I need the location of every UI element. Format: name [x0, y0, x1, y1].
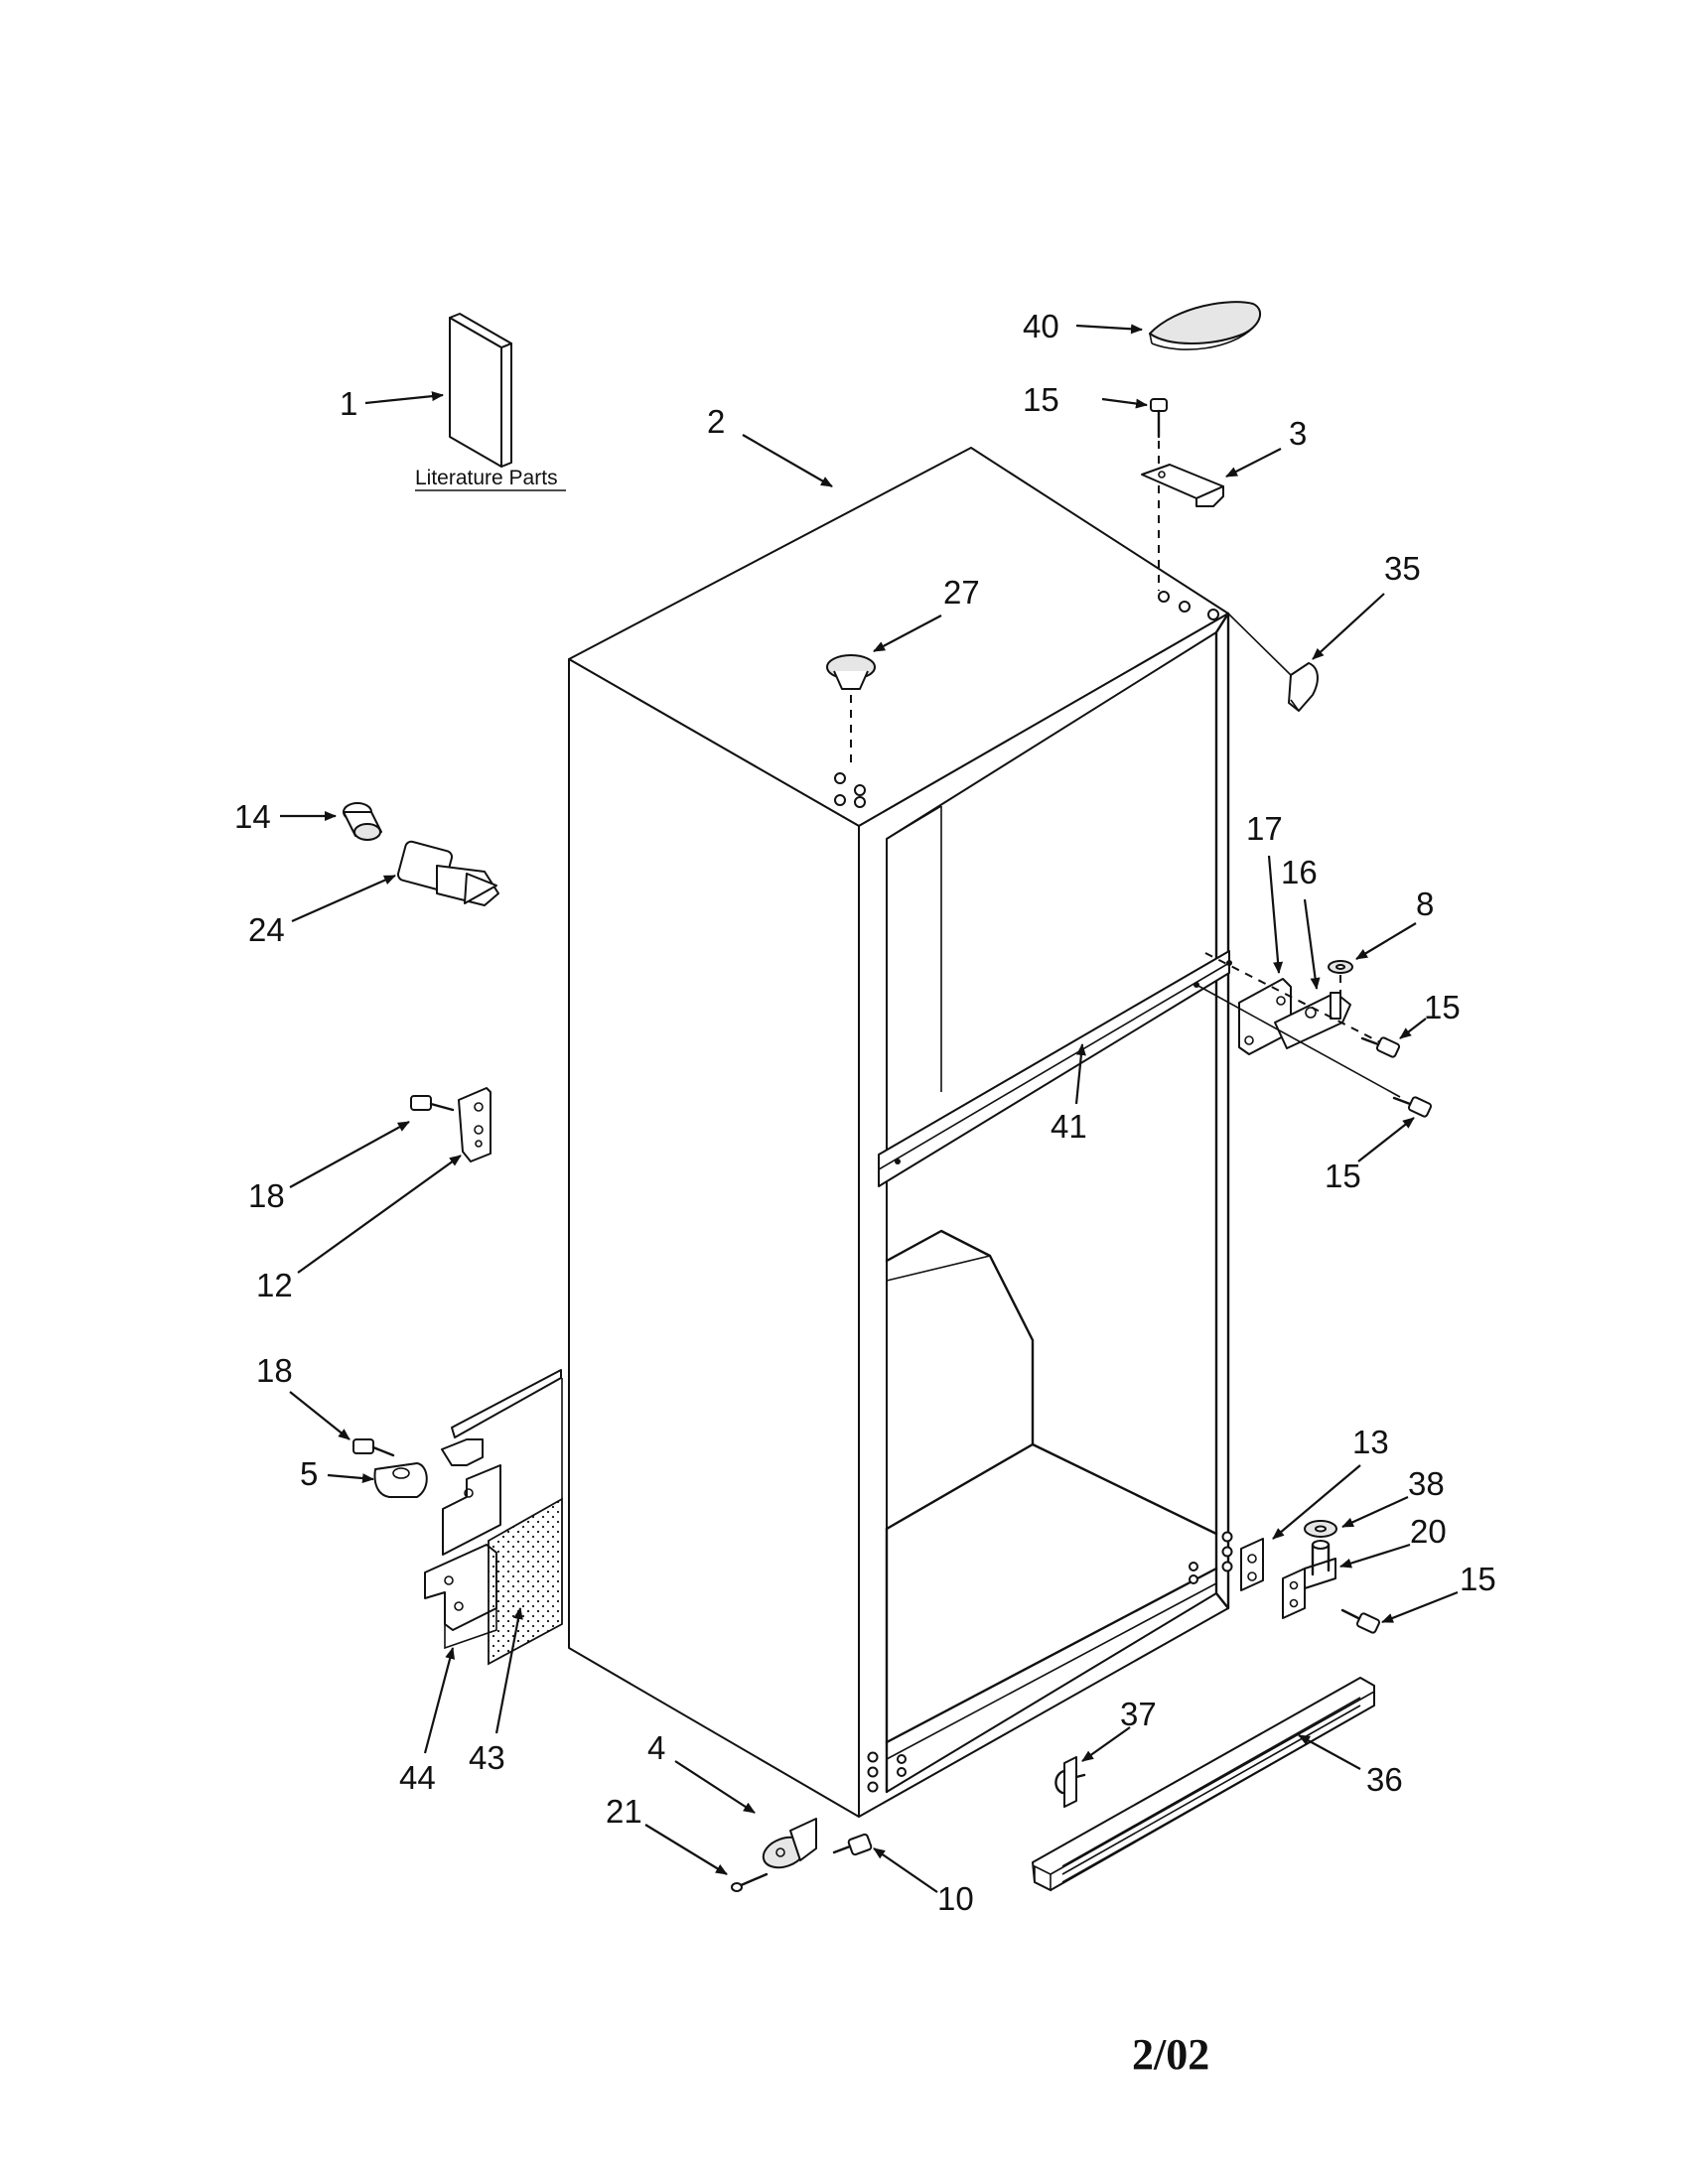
callout-15: 15: [1424, 989, 1461, 1025]
callout-27: 27: [943, 574, 980, 611]
literature-parts-booklet: [449, 313, 512, 468]
callout-17: 17: [1246, 810, 1283, 847]
screw-part-21: [731, 1872, 769, 1892]
center-hinge-part-16: [1274, 992, 1351, 1049]
callout-35: 35: [1384, 550, 1421, 587]
callout-20: 20: [1410, 1513, 1447, 1550]
callout-1: 1: [340, 385, 357, 422]
top-hinge-part-3: [1141, 464, 1224, 507]
washer-part-38: [1304, 1520, 1337, 1538]
door-stop-part-24: [396, 840, 499, 906]
callout-8: 8: [1416, 886, 1434, 922]
callout-40: 40: [1023, 308, 1059, 344]
screw-part-18-upper: [410, 1095, 455, 1112]
callout-15: 15: [1325, 1158, 1361, 1194]
cabinet-shell: [568, 447, 1233, 1818]
callout-38: 38: [1408, 1465, 1445, 1502]
callout-3: 3: [1289, 415, 1307, 452]
bottom-hinge-part-20: [1282, 1540, 1336, 1619]
shim-part-13: [1240, 1538, 1264, 1591]
callout-44: 44: [399, 1759, 436, 1796]
screw-part-15-mid-b: [1392, 1096, 1433, 1118]
callout-15: 15: [1460, 1561, 1496, 1597]
bracket-part-44: [424, 1544, 497, 1650]
grille-clip-part-37: [1054, 1756, 1086, 1808]
callout-21: 21: [606, 1793, 642, 1830]
callout-10: 10: [937, 1880, 974, 1917]
hinge-pin-cover-part-35: [1288, 662, 1319, 712]
tubing-bracket: [441, 1369, 562, 1556]
clamp-part-5: [373, 1462, 428, 1498]
screw-part-15-top: [1150, 398, 1168, 439]
bracket-part-12: [458, 1087, 491, 1162]
callout-labels: 1 2 40 15 3 35 27 14 24 17 16 8 15 41 15…: [234, 308, 1496, 1917]
callout-36: 36: [1366, 1761, 1403, 1798]
roller-part-4: [762, 1818, 817, 1869]
callout-13: 13: [1352, 1424, 1389, 1460]
callout-43: 43: [469, 1739, 505, 1776]
callout-14: 14: [234, 798, 271, 835]
screw-part-18-lower: [352, 1438, 395, 1457]
callout-18: 18: [256, 1352, 293, 1389]
date-code: 2/02: [1132, 2030, 1209, 2079]
toe-grille-part-36: [1032, 1677, 1375, 1892]
callout-16: 16: [1281, 854, 1318, 890]
callout-12: 12: [256, 1267, 293, 1303]
screw-part-15-bottom: [1340, 1608, 1381, 1634]
center-hinge-shim-part-17: [1238, 978, 1292, 1055]
callout-2: 2: [707, 403, 725, 440]
callout-37: 37: [1120, 1696, 1157, 1732]
callout-15: 15: [1023, 381, 1059, 418]
hinge-cover-part-40: [1149, 301, 1262, 350]
callout-24: 24: [248, 911, 285, 948]
screw-part-10: [832, 1833, 873, 1856]
plug-button-part-27: [826, 654, 876, 690]
callout-41: 41: [1051, 1108, 1087, 1145]
literature-parts-label: Literature Parts: [415, 467, 558, 489]
screw-part-15-mid-a: [1360, 1036, 1401, 1058]
washer-part-8: [1328, 960, 1353, 974]
insulation-pad-part-43: [488, 1497, 563, 1666]
callout-18: 18: [248, 1177, 285, 1214]
leader-arrows: [280, 324, 1459, 1893]
callout-5: 5: [300, 1455, 318, 1492]
callout-4: 4: [647, 1729, 665, 1766]
nut-part-14: [343, 802, 382, 841]
